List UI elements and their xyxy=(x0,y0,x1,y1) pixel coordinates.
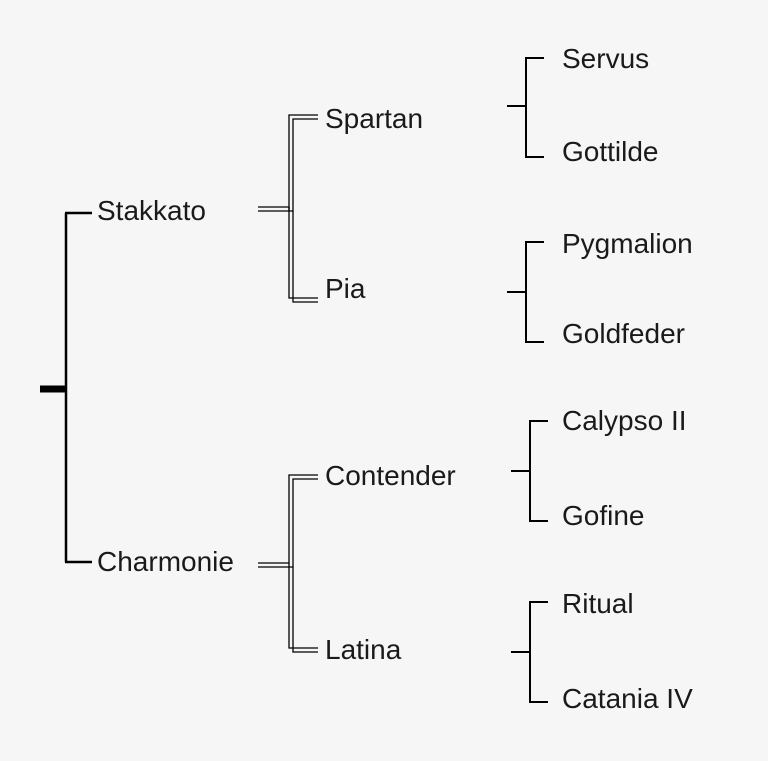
spartan-bracket xyxy=(507,57,544,158)
pia-bracket xyxy=(507,241,544,343)
great-grandparent-label: Gottilde xyxy=(562,136,659,167)
maternal-granddam-label: Latina xyxy=(325,634,402,665)
contender-bracket xyxy=(511,420,548,522)
great-grandparent-label: Pygmalion xyxy=(562,228,693,259)
great-grandparent-label: Servus xyxy=(562,43,650,74)
maternal-grandsire-label: Contender xyxy=(325,460,456,491)
stakkato-bracket xyxy=(258,114,318,303)
great-grandparent-label: Calypso II xyxy=(562,405,687,436)
dam-label: Charmonie xyxy=(97,546,234,577)
latina-bracket xyxy=(511,601,548,703)
great-grandparent-label: Goldfeder xyxy=(562,318,685,349)
root-bracket xyxy=(40,211,92,564)
great-grandparent-label: Ritual xyxy=(562,588,634,619)
charmonie-bracket xyxy=(258,474,318,653)
great-grandparent-label: Gofine xyxy=(562,500,645,531)
paternal-granddam-label: Pia xyxy=(325,273,366,304)
great-grandparent-label: Catania IV xyxy=(562,683,693,714)
paternal-grandsire-label: Spartan xyxy=(325,103,424,134)
sire-label: Stakkato xyxy=(97,195,206,226)
